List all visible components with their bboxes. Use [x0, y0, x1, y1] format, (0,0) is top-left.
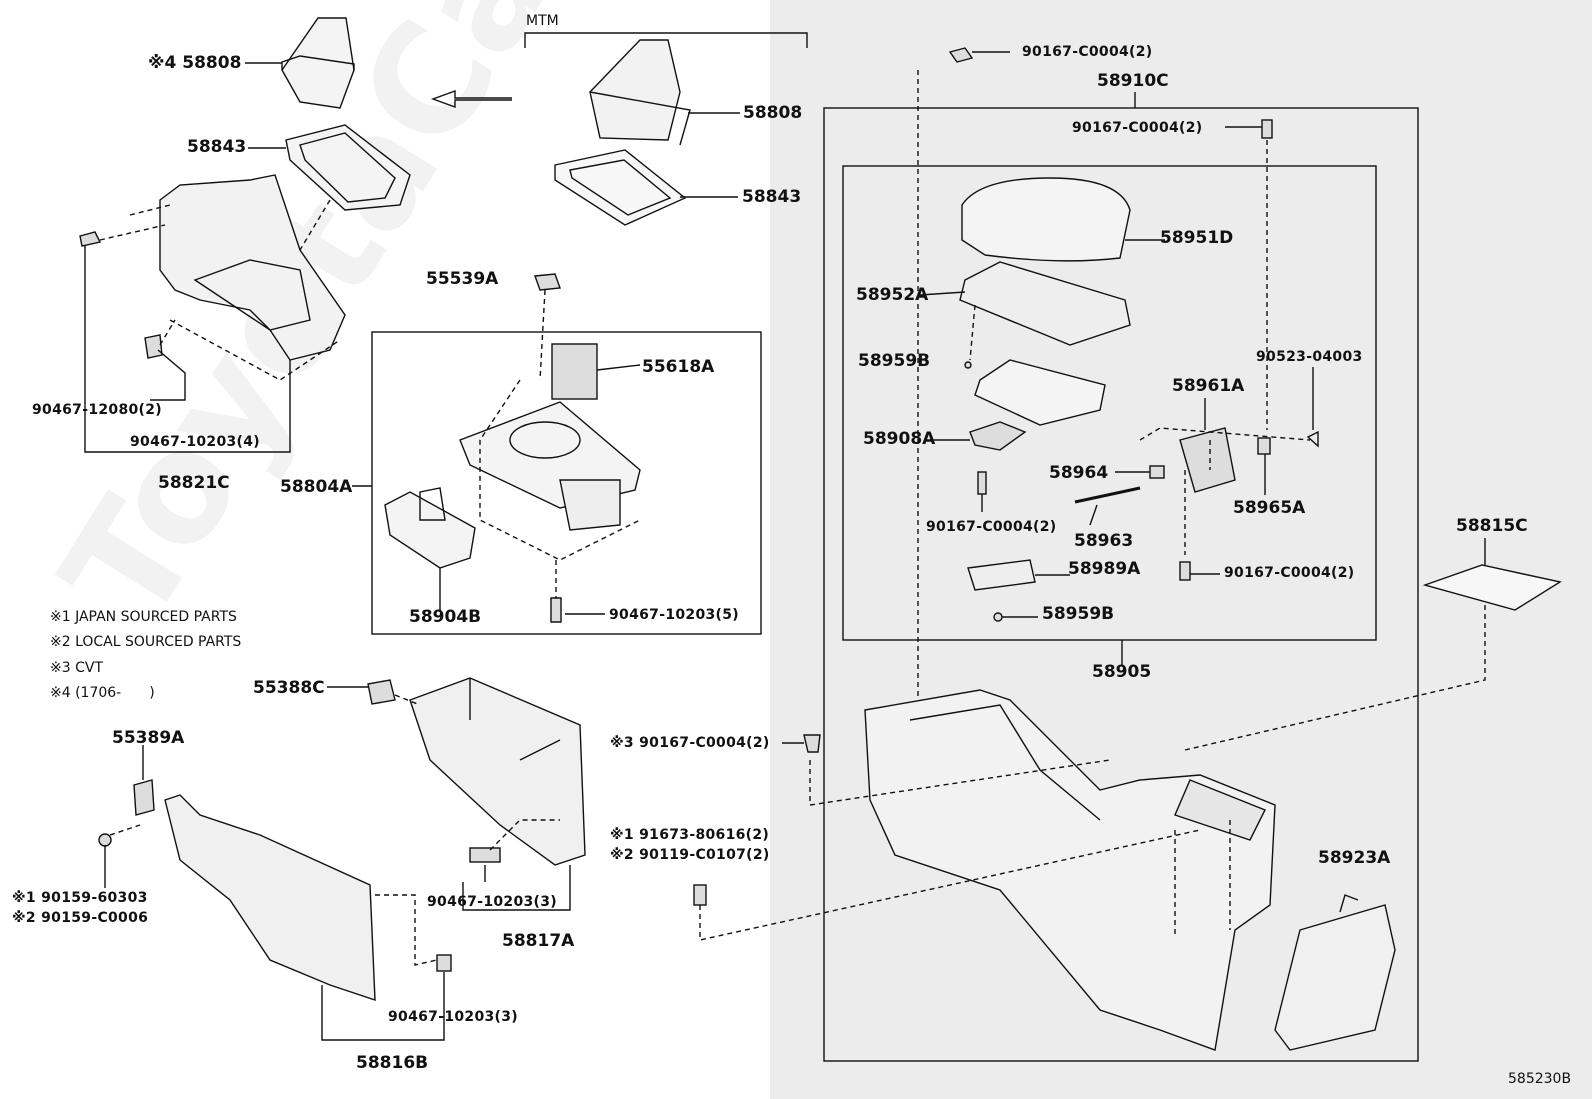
armrest-lid-shape — [961, 177, 1131, 262]
part-label-58989A: 58989A — [1068, 559, 1141, 579]
console-body-shape — [864, 689, 1276, 1051]
mtm-bracket — [524, 32, 808, 48]
part-label-90167-lower: 90167-C0004(2) — [926, 519, 1057, 535]
part-label-90467-10203-5: 90467-10203(5) — [609, 607, 739, 623]
cover-shape — [1274, 904, 1396, 1051]
part-label-90119-C0107: ※2 90119-C0107(2) — [610, 847, 770, 863]
part-label-90167-right: 90167-C0004(2) — [1224, 565, 1355, 581]
note-date-range: ※4 (1706- ) — [50, 685, 155, 701]
part-label-55388C: 55388C — [253, 678, 325, 698]
note-cvt: ※3 CVT — [50, 660, 103, 676]
part-label-91673-80616: ※1 91673-80616(2) — [610, 827, 770, 843]
bezel-right-shape — [554, 149, 687, 226]
part-label-58910C: 58910C — [1097, 71, 1169, 91]
part-label-90167-inner: 90167-C0004(2) — [1072, 120, 1203, 136]
note-local-sourced: ※2 LOCAL SOURCED PARTS — [50, 634, 242, 650]
side-panel-left-shape — [164, 794, 376, 1001]
part-label-55539A: 55539A — [426, 269, 499, 289]
part-label-58959B-b: 58959B — [1042, 604, 1115, 624]
part-label-58804A: 58804A — [280, 477, 353, 497]
part-label-58952A: 58952A — [856, 285, 929, 305]
part-label-58843-left: 58843 — [187, 137, 247, 157]
box-58804A — [371, 331, 762, 635]
part-label-58808-right: 58808 — [743, 103, 803, 123]
part-label-90167-top: 90167-C0004(2) — [1022, 44, 1153, 60]
part-label-58961A: 58961A — [1172, 376, 1245, 396]
part-label-90467-10203-4: 90467-10203(4) — [130, 434, 260, 450]
part-label-58905: 58905 — [1092, 662, 1152, 682]
tray-shape — [384, 491, 476, 569]
armrest-base-shape — [959, 261, 1131, 346]
part-label-90159-60303: ※1 90159-60303 — [12, 890, 148, 906]
side-panel-right-shape — [409, 677, 586, 866]
part-label-90523-04003: 90523-04003 — [1256, 349, 1363, 365]
part-label-58964: 58964 — [1049, 463, 1109, 483]
pad-shape — [1422, 564, 1562, 611]
shift-boot-right-shape — [589, 39, 681, 141]
part-label-58959B-a: 58959B — [858, 351, 931, 371]
console-panel-left-shape — [159, 174, 346, 361]
part-label-90467-12080: 90467-12080(2) — [32, 402, 162, 418]
part-label-55618A: 55618A — [642, 357, 715, 377]
insert-shape — [551, 343, 598, 400]
part-label-58923A: 58923A — [1318, 848, 1391, 868]
part-label-90467-10203-3b: 90467-10203(3) — [388, 1009, 518, 1025]
mtm-label: MTM — [526, 13, 559, 29]
box-58905 — [842, 165, 1377, 641]
part-label-58815C: 58815C — [1456, 516, 1528, 536]
part-label-58843-right: 58843 — [742, 187, 802, 207]
part-label-58908A: 58908A — [863, 429, 936, 449]
part-label-58821C: 58821C — [158, 473, 230, 493]
shift-boot-left-shape — [281, 17, 355, 109]
bezel-left-shape — [285, 124, 411, 211]
part-label-58963: 58963 — [1074, 531, 1134, 551]
box-58910C — [823, 107, 1419, 1062]
direction-arrow — [430, 90, 512, 108]
part-label-58817A: 58817A — [502, 931, 575, 951]
part-label-55389A: 55389A — [112, 728, 185, 748]
part-label-58816B: 58816B — [356, 1053, 429, 1073]
part-label-58808-left: ※4 58808 — [148, 53, 242, 73]
part-label-58965A: 58965A — [1233, 498, 1306, 518]
diagram-code: 585230B — [1508, 1071, 1572, 1087]
part-label-90167-cvt: ※3 90167-C0004(2) — [610, 735, 770, 751]
part-label-58951D: 58951D — [1160, 228, 1234, 248]
note-japan-sourced: ※1 JAPAN SOURCED PARTS — [50, 609, 237, 625]
part-label-90159-C0006: ※2 90159-C0006 — [12, 910, 149, 926]
part-label-58904B: 58904B — [409, 607, 482, 627]
part-label-90467-10203-3a: 90467-10203(3) — [427, 894, 557, 910]
